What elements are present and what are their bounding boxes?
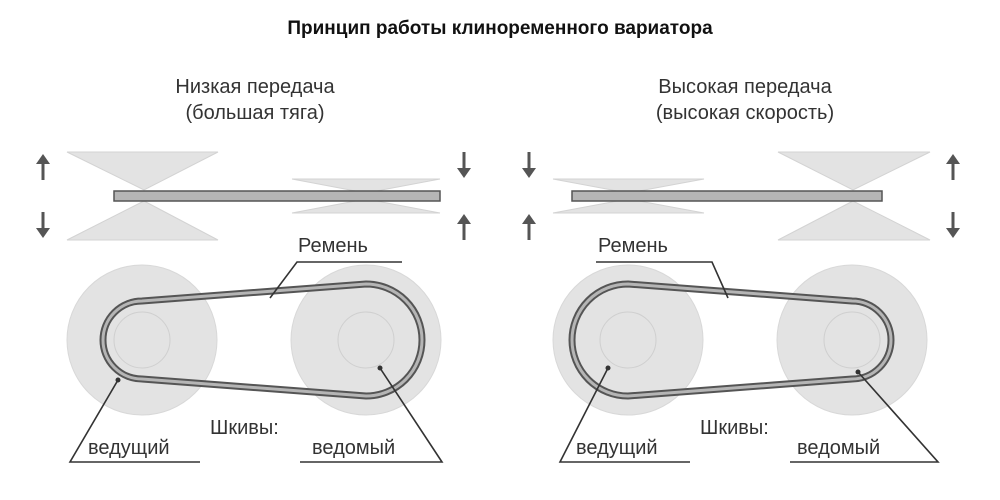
right-driven-leader-dot (855, 369, 861, 375)
right-driver-arrow-up-icon (522, 214, 536, 240)
right-driven-arrow-down-icon (946, 212, 960, 238)
right-driver-label: ведущий (576, 437, 658, 459)
left-driver-leader-dot (115, 377, 121, 383)
left-belt-side (113, 190, 441, 202)
right-driver-pulley-side (552, 178, 705, 214)
left-belt-leader (269, 261, 402, 299)
left-driver-leader (68, 379, 200, 463)
left-driven-pulley-side (291, 178, 441, 214)
left-belt-loop-inner (101, 282, 424, 398)
left-driven-label: ведомый (312, 437, 396, 459)
left-driver-arrow-down-icon (36, 212, 50, 238)
right-driver-pulley-hub (599, 311, 657, 369)
right-belt-leader (596, 261, 729, 299)
right-heading: Высокая передача (658, 76, 832, 98)
left-pulleys-label: Шкивы: (210, 417, 279, 439)
right-belt-side (571, 190, 883, 202)
left-driven-arrow-down-icon (457, 152, 471, 178)
left-belt-label: Ремень (298, 235, 368, 257)
left-driver-label: ведущий (88, 437, 170, 459)
left-driver-pulley-hub (113, 311, 171, 369)
right-pulleys-label: Шкивы: (700, 417, 769, 439)
right-driver-leader-dot (605, 365, 611, 371)
left-driver-arrow-up-icon (36, 154, 50, 180)
left-driven-pulley-hub (337, 311, 395, 369)
left-driven-leader (300, 367, 444, 463)
right-belt-label: Ремень (598, 235, 668, 257)
diagram-title: Принцип работы клиноременного вариатора (287, 18, 713, 39)
right-driven-pulley-hub (823, 311, 881, 369)
right-driver-leader (558, 367, 690, 463)
right-driven-leader (790, 371, 940, 463)
right-driver-arrow-down-icon (522, 152, 536, 178)
right-subheading: (высокая скорость) (655, 102, 835, 124)
right-belt-loop-inner (570, 282, 893, 398)
right-driven-arrow-up-icon (946, 154, 960, 180)
left-heading: Низкая передача (175, 76, 335, 98)
left-driver-pulley-side (66, 151, 219, 241)
left-driven-leader-dot (377, 365, 383, 371)
right-driven-label: ведомый (797, 437, 881, 459)
left-subheading: (большая тяга) (185, 102, 325, 124)
left-driven-arrow-up-icon (457, 214, 471, 240)
right-driven-pulley-side (777, 151, 931, 241)
